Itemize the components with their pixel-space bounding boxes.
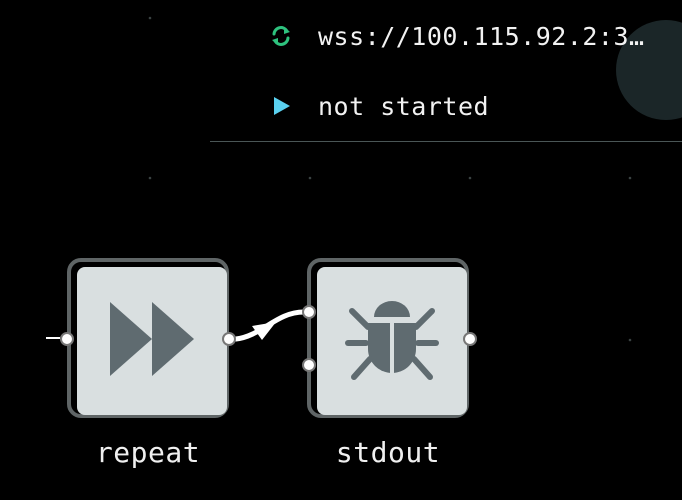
stdout-input-port-2[interactable] (302, 358, 316, 372)
node-label-stdout: stdout (335, 436, 441, 469)
node-label-repeat: repeat (95, 436, 201, 469)
node-body (77, 267, 227, 415)
node-stdout[interactable] (307, 258, 469, 418)
stdout-output-port[interactable] (463, 332, 477, 346)
fast-forward-icon (106, 298, 198, 384)
node-body (317, 267, 467, 415)
play-icon[interactable] (270, 95, 292, 117)
edge-arrow-head (252, 322, 276, 340)
run-status: not started (270, 86, 489, 126)
grid-dots (148, 16, 632, 342)
repeat-input-port[interactable] (60, 332, 74, 346)
connection-status: wss://100.115.92.2:3… (270, 16, 645, 56)
stdout-input-port-1[interactable] (302, 305, 316, 319)
bug-icon (344, 293, 440, 389)
status-panel (210, 0, 682, 142)
node-frame (67, 258, 229, 418)
node-frame (307, 258, 469, 418)
node-repeat[interactable] (67, 258, 229, 418)
run-state: not started (318, 91, 490, 121)
sync-icon (270, 25, 292, 47)
repeat-output-port[interactable] (222, 332, 236, 346)
connection-url: wss://100.115.92.2:3… (318, 21, 645, 51)
